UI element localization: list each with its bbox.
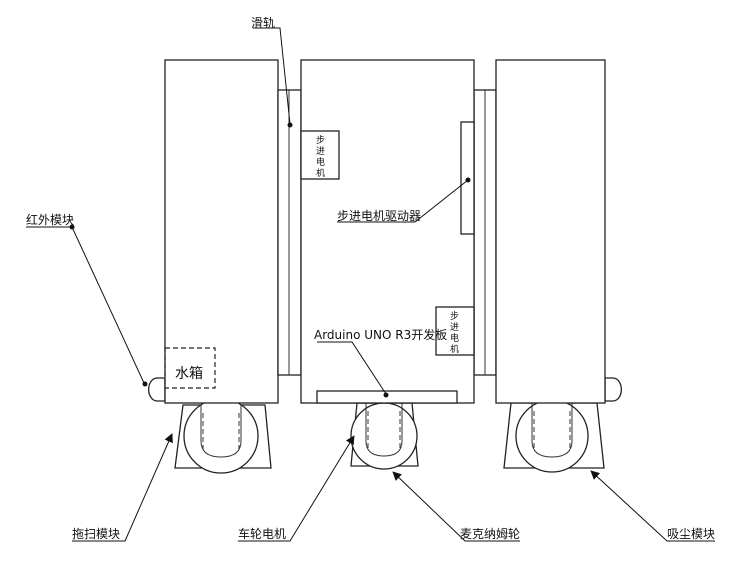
label-stepper-motor-top: 步 进 电 机 <box>316 135 325 179</box>
label-mecanum-wheel: 麦克纳姆轮 <box>460 527 520 541</box>
right-wheel-hub <box>531 403 573 458</box>
label-water-tank: 水箱 <box>175 366 203 382</box>
dot-arduino <box>383 392 389 398</box>
stepper-motor-top <box>300 130 340 180</box>
svg-text:步: 步 <box>450 311 459 322</box>
middle-wheel-assembly <box>350 402 419 470</box>
leader-mop-module <box>72 433 173 542</box>
dot-infrared <box>142 381 148 387</box>
leader-stepper-driver <box>337 179 469 223</box>
label-slide-rail: 滑轨 <box>251 16 275 30</box>
label-infrared-module: 红外模块 <box>26 212 74 227</box>
right-module-box <box>495 59 606 404</box>
left-wheel <box>183 398 259 474</box>
svg-text:步: 步 <box>316 135 325 146</box>
label-mop-module: 拖扫模块 <box>72 527 120 541</box>
svg-text:电: 电 <box>316 156 325 168</box>
label-stepper-driver: 步进电机驱动器 <box>337 209 421 223</box>
right-wheel <box>515 399 589 473</box>
leader-slide-rail <box>253 27 291 125</box>
leader-infrared <box>26 226 145 384</box>
right-wheel-assembly <box>503 399 605 473</box>
dot-slide-rail <box>287 122 293 128</box>
svg-text:进: 进 <box>450 322 459 333</box>
svg-text:机: 机 <box>316 167 325 179</box>
label-stepper-motor-bottom: 步 进 电 机 <box>450 311 459 355</box>
stepper-motor-bottom <box>435 306 475 356</box>
label-wheel-motor: 车轮电机 <box>238 526 286 541</box>
svg-text:进: 进 <box>316 146 325 157</box>
leader-mecanum-wheel <box>392 471 520 542</box>
label-arduino-board: Arduino UNO R3开发板 <box>314 327 447 342</box>
leader-arduino <box>317 341 387 395</box>
leader-vacuum-module <box>590 470 715 542</box>
left-module-box <box>164 59 279 404</box>
water-tank-outline <box>164 347 216 389</box>
infrared-sensor-left <box>148 377 166 402</box>
svg-text:电: 电 <box>450 332 459 344</box>
infrared-sensor-right <box>604 377 622 402</box>
label-vacuum-module: 吸尘模块 <box>667 527 715 541</box>
left-wheel-hub <box>200 405 242 458</box>
left-wheel-assembly <box>174 398 272 474</box>
middle-wheel <box>350 402 418 470</box>
leader-wheel-motor <box>238 435 355 542</box>
dot-stepper-driver <box>465 177 471 183</box>
middle-wheel-hub <box>365 403 403 457</box>
svg-text:机: 机 <box>450 343 459 355</box>
dot-infrared-start <box>69 224 75 230</box>
